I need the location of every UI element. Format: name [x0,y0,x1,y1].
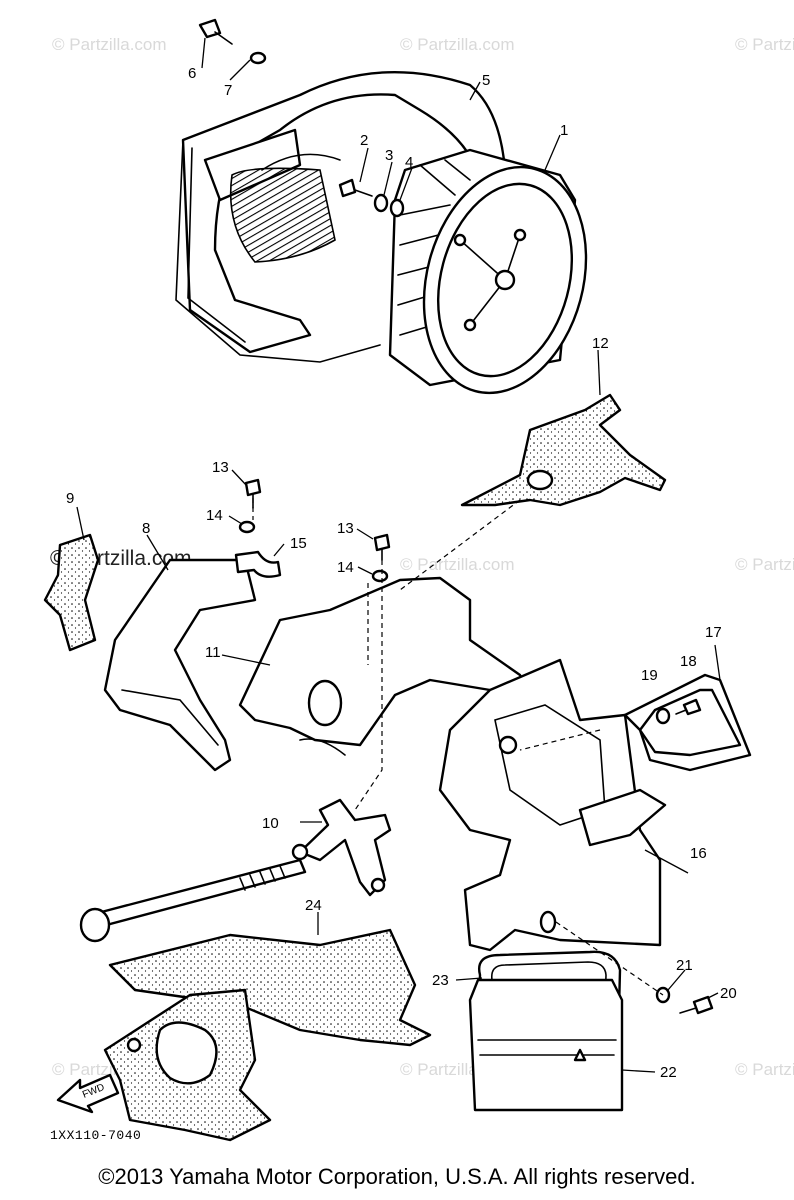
callout-14: 14 [206,507,223,524]
long-bolt[interactable] [79,858,307,943]
stay-bracket-part-10[interactable] [291,798,392,897]
leader-lines [76,37,721,1073]
bolt-part-18[interactable] [675,698,702,716]
callout-3: 3 [385,147,393,164]
callout-4: 4 [405,154,413,171]
callout-8: 8 [142,520,150,537]
callout-6: 6 [188,65,196,82]
bolt-part-13b[interactable] [373,533,391,561]
watermark-text: © Partzilla.com [735,555,794,574]
bolt-part-13[interactable] [244,478,262,509]
callout-11: 11 [205,644,221,661]
fan-shroud-part-5[interactable] [175,70,507,363]
lower-cover[interactable] [103,988,272,1142]
washer-part-14b[interactable] [371,569,389,583]
washer-part-7[interactable] [249,51,267,65]
callout-1: 1 [560,122,568,139]
bolt-part-20[interactable] [679,995,714,1015]
callout-labels: 1 2 3 4 5 6 7 8 9 10 11 12 13 13 14 14 1… [66,65,737,1081]
callout-18: 18 [680,653,697,670]
watermark-text: © Partzilla.com [400,35,515,54]
callout-12: 12 [592,335,609,352]
washer-part-14[interactable] [238,520,256,534]
callout-19: 19 [641,667,658,684]
copyright-notice: ©2013 Yamaha Motor Corporation, U.S.A. A… [98,1164,696,1189]
watermark-text: © Partzilla.com [52,35,167,54]
callout-10: 10 [262,815,279,832]
callout-9: 9 [66,490,74,507]
washer-part-19[interactable] [655,707,671,725]
callout-14b: 14 [337,559,354,576]
watermark-text: © Partzilla.com [735,35,794,54]
bolt-part-6[interactable] [198,18,233,45]
callout-2: 2 [360,132,368,149]
callout-13: 13 [212,459,229,476]
flywheel-fan-part-1[interactable] [388,148,610,412]
handle-part-17[interactable] [623,673,752,772]
callout-20: 20 [720,985,737,1002]
fwd-arrow-icon: FWD [56,1073,120,1114]
side-cover-part-8[interactable] [103,558,257,772]
callout-13b: 13 [337,520,354,537]
clamp-part-15[interactable] [234,550,282,578]
washer-part-4[interactable] [389,198,405,218]
washer-part-3[interactable] [373,193,389,213]
bolt-part-2[interactable] [338,178,373,198]
cover-plate-part-12[interactable] [460,393,667,507]
callout-7: 7 [224,82,232,99]
air-box-part-22[interactable] [468,978,624,1112]
callout-16: 16 [690,845,707,862]
callout-22: 22 [660,1064,677,1081]
bracket-part-9[interactable] [43,533,100,652]
air-guide-part-16[interactable] [438,658,667,952]
assembly-lines [252,498,664,996]
callout-15: 15 [290,535,307,552]
watermark-text: © Partzilla.com [400,555,515,574]
callout-24: 24 [305,897,322,914]
callout-21: 21 [676,957,693,974]
drawing-number: 1XX110-7040 [50,1128,142,1143]
callout-17: 17 [705,624,722,641]
callout-23: 23 [432,972,449,989]
watermark-text: © Partzilla.com [735,1060,794,1079]
callout-5: 5 [482,72,490,89]
